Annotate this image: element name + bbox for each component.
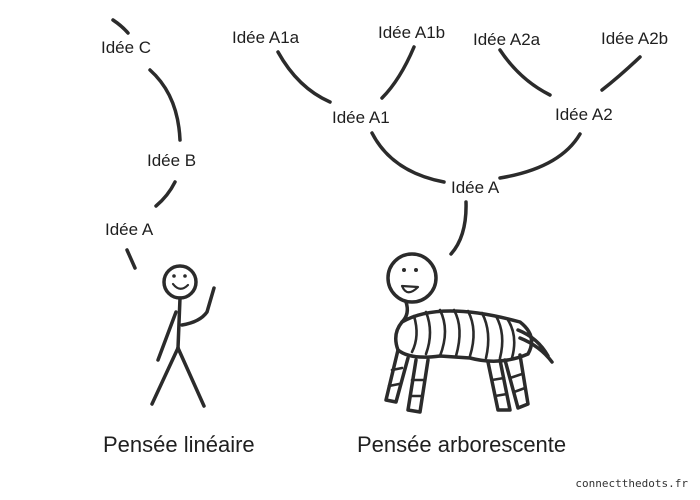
- stick-figure-right-leg: [176, 346, 206, 408]
- tree-connector-a2-root: [498, 132, 582, 180]
- zebra-eye-left: [402, 268, 406, 272]
- tree-leaf-a2b: Idée A2b: [601, 29, 669, 48]
- zebra-leg-1: [384, 348, 410, 404]
- zebra-stripe: [438, 308, 447, 358]
- zebra-leg-2: [406, 358, 430, 414]
- zebra-eye-right: [414, 268, 418, 272]
- linear-connector-b-a: [154, 180, 177, 208]
- zebra: [384, 252, 554, 414]
- zebra-stripe: [508, 372, 524, 380]
- stick-figure-right-arm: [180, 286, 216, 327]
- zebra-stripe: [512, 386, 527, 394]
- linear-node-c: Idée C: [101, 38, 152, 57]
- stick-figure-eye-left: [172, 274, 176, 278]
- zebra-stripe: [452, 308, 461, 358]
- linear-connector-c-b: [148, 68, 182, 142]
- zebra-head: [386, 252, 438, 304]
- stick-figure-head: [162, 264, 198, 300]
- tree-root: Idée A: [451, 178, 500, 197]
- tree-branch-a2: Idée A2: [555, 105, 613, 124]
- tree-connector-a2a: [498, 48, 552, 97]
- tree-leaf-a1a: Idée A1a: [232, 28, 300, 47]
- tree-connector-a2b: [600, 55, 642, 92]
- tree-branch-a1: Idée A1: [332, 108, 390, 127]
- linear-connector-top: [111, 18, 130, 35]
- zebra-stripe: [480, 311, 490, 360]
- zebra-stripes: [387, 308, 527, 398]
- tree-leaf-a2a: Idée A2a: [473, 30, 541, 49]
- zebra-stripe: [493, 392, 509, 398]
- zebra-mouth: [400, 284, 420, 294]
- linear-caption: Pensée linéaire: [103, 432, 255, 457]
- zebra-stripe: [424, 310, 432, 356]
- stick-figure-body: [176, 296, 182, 350]
- zebra-stripe: [466, 309, 475, 358]
- zebra-eyes: [402, 268, 418, 272]
- tree-connector-root-zebra: [449, 200, 468, 256]
- linear-node-a: Idée A: [105, 220, 154, 239]
- zebra-leg-4: [503, 353, 530, 410]
- zebra-stripe: [506, 318, 516, 360]
- stick-figure: [150, 264, 216, 408]
- tree-leaf-a1b: Idée A1b: [378, 23, 446, 42]
- stick-figure-left-leg: [150, 346, 180, 406]
- stick-figure-smile: [171, 282, 190, 290]
- tree-connector-a1-root: [370, 131, 446, 184]
- stick-figure-left-arm: [156, 310, 178, 362]
- zebra-stripe: [390, 366, 404, 372]
- zebra-stripe: [490, 376, 506, 382]
- zebra-stripe: [410, 314, 418, 354]
- tree-connector-a1b: [380, 45, 416, 100]
- stick-figure-eyes: [172, 274, 187, 278]
- tree-connector-a1a: [276, 50, 332, 104]
- zebra-stripe: [494, 314, 504, 360]
- zebra-tail: [516, 328, 554, 364]
- credit-watermark: connectthedots.fr: [575, 477, 688, 490]
- tree-caption: Pensée arborescente: [357, 432, 567, 457]
- zebra-leg-3: [486, 358, 512, 412]
- linear-connector-a-person: [125, 248, 137, 270]
- zebra-stripe: [387, 382, 401, 388]
- stick-figure-eye-right: [183, 274, 187, 278]
- linear-connectors: [111, 18, 182, 270]
- tree-connectors: [276, 45, 642, 256]
- linear-node-b: Idée B: [147, 151, 197, 170]
